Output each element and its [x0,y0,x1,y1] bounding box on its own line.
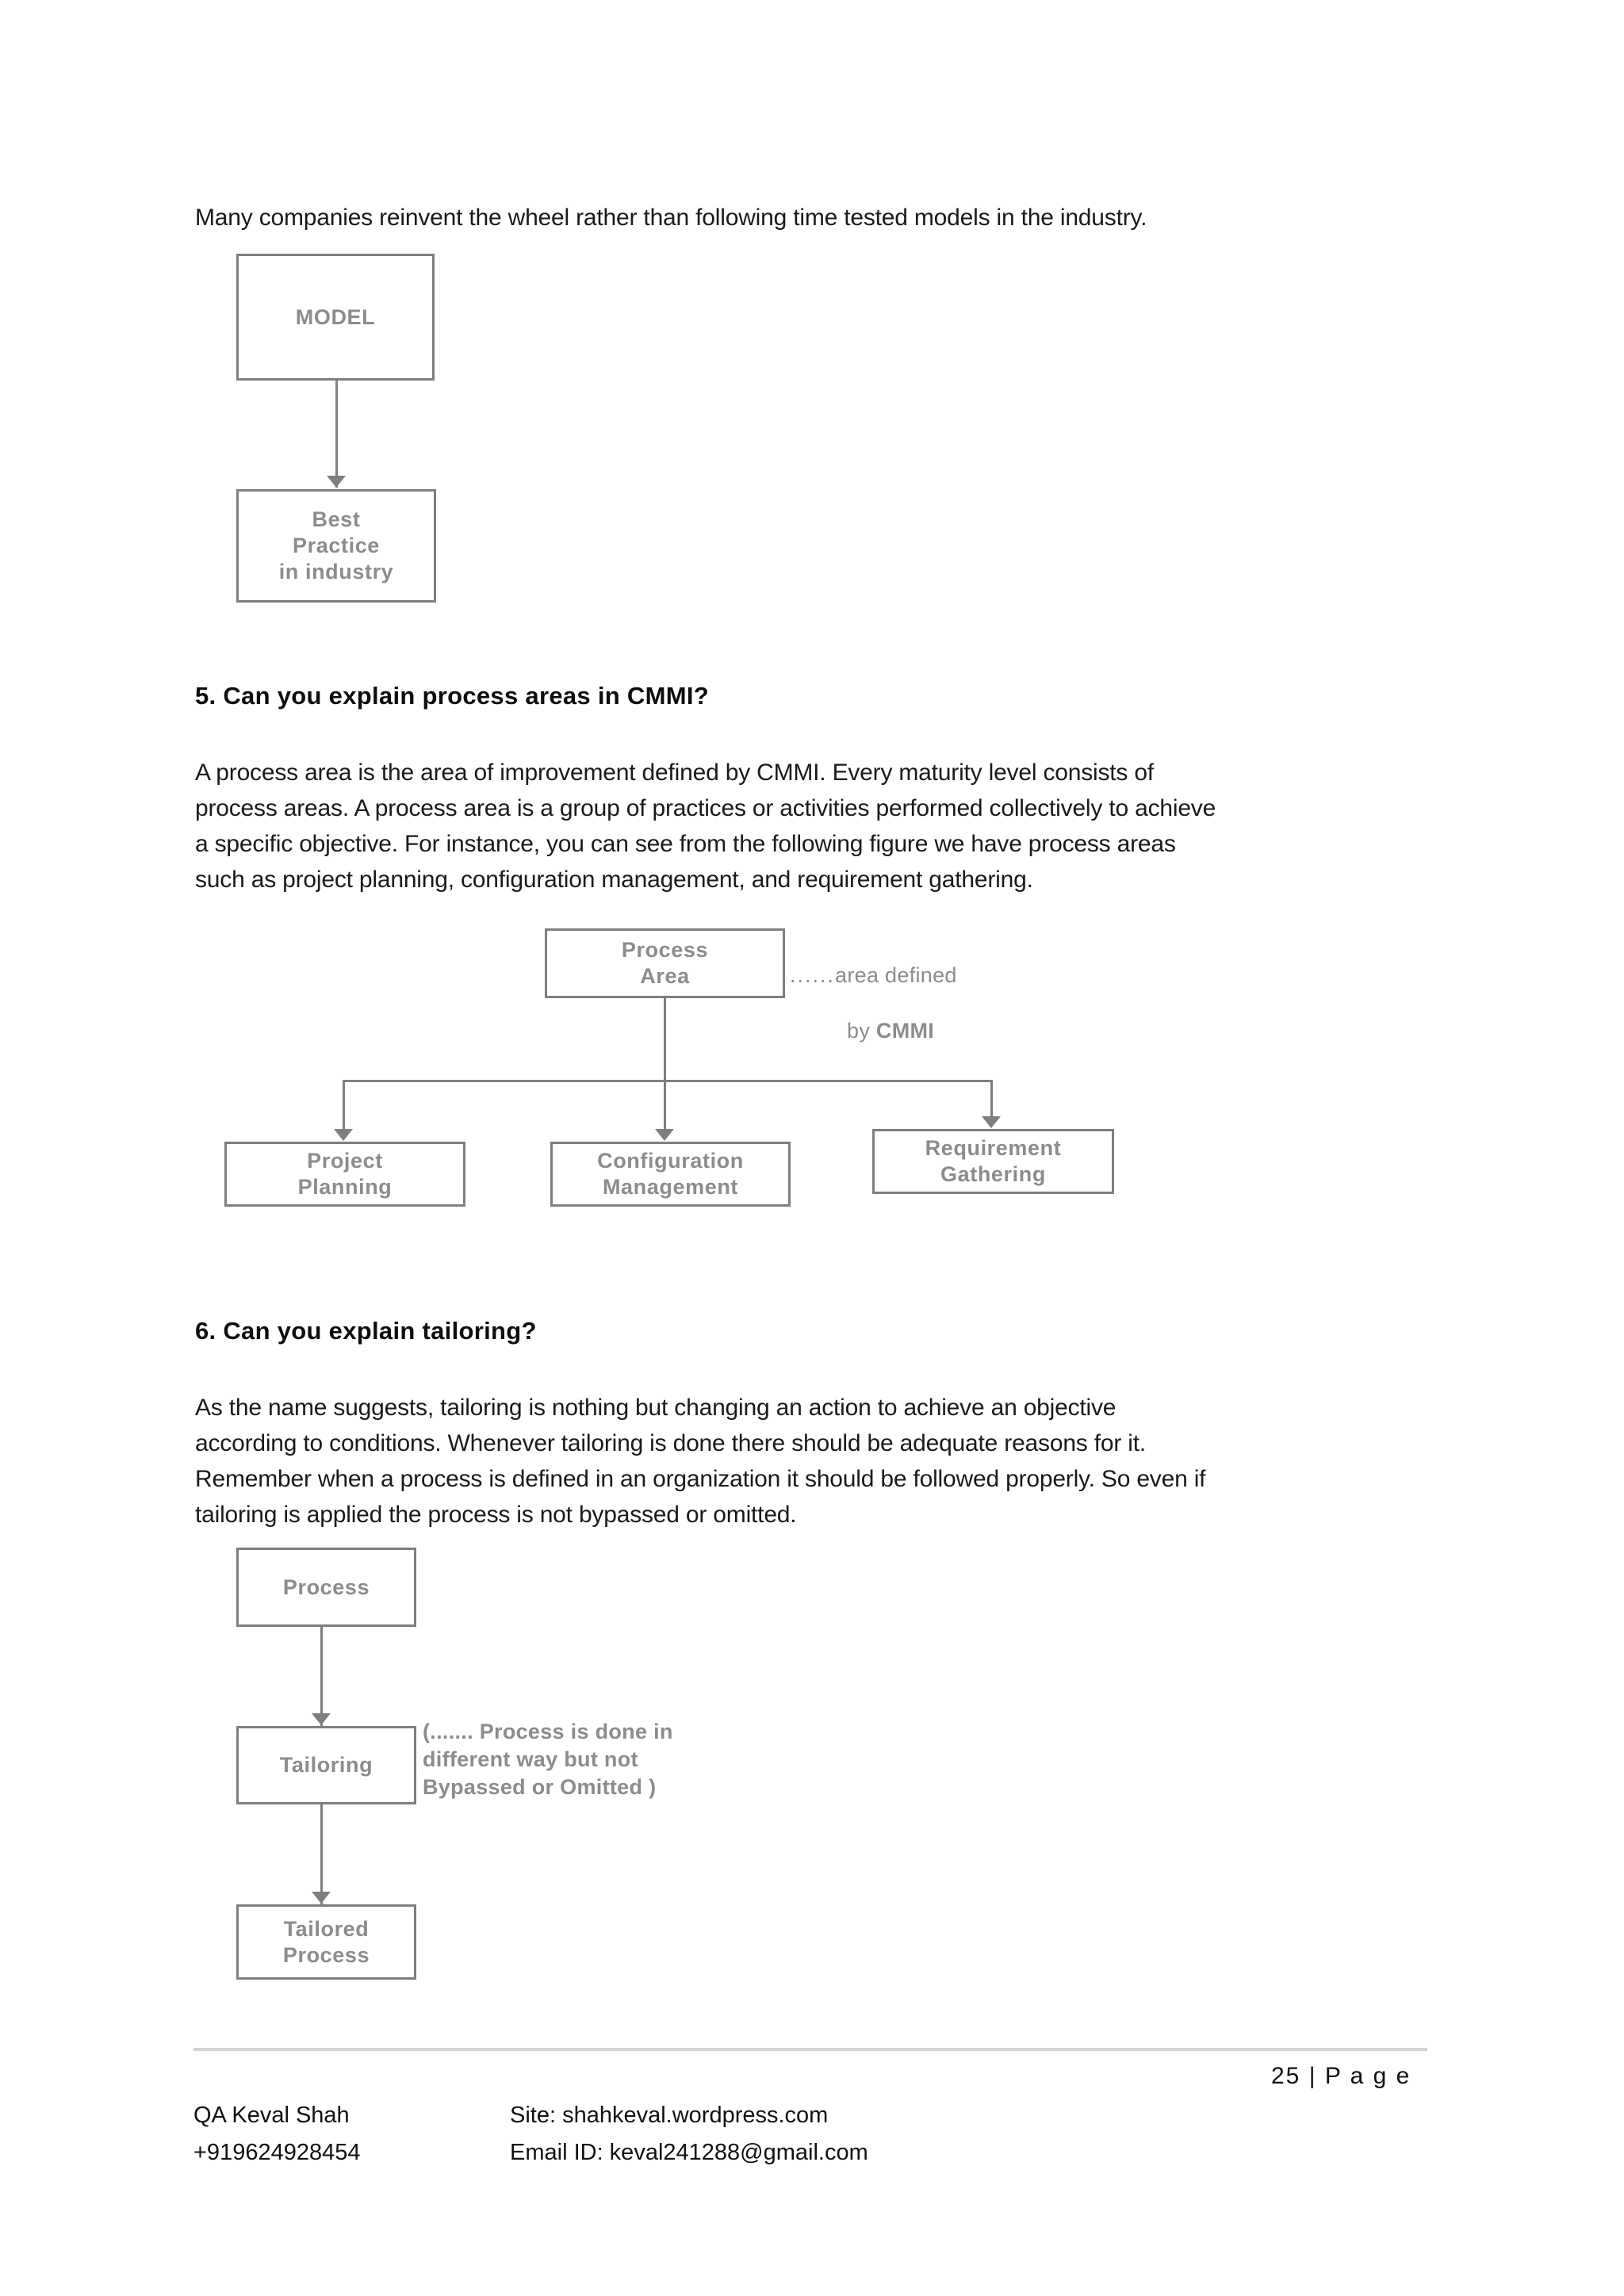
tailoring-annotation: (....... Process is done in different wa… [423,1720,673,1799]
diagram-box-tailoring: Tailoring [236,1726,416,1804]
diagram-box-model: MODEL [236,254,435,381]
section5-heading: 5. Can you explain process areas in CMMI… [195,682,709,710]
process-area-annotation: ......area defined by CMMI [790,934,1123,1045]
diagram-box-process-label: Process [282,1575,370,1599]
connector-tailoring-to-tailored [320,1804,323,1904]
connector-to-configuration-management [664,1080,666,1134]
connector-process-area-trunk [664,998,666,1082]
intro-paragraph: Many companies reinvent the wheel rather… [195,205,1147,231]
diagram-box-project-planning-label: Project Planning [297,1149,393,1199]
arrowhead-best-practice [327,476,346,488]
diagram-box-model-label: MODEL [295,304,376,329]
diagram-box-requirement-gathering-label: Requirement Gathering [925,1136,1062,1186]
arrowhead-configuration-management [655,1129,674,1141]
page-number: 25 | P a g e [1271,2063,1411,2089]
diagram-box-project-planning: Project Planning [224,1142,465,1207]
diagram-box-requirement-gathering: Requirement Gathering [872,1129,1114,1194]
footer-site: Site: shahkeval.wordpress.com [510,2103,829,2128]
connector-model-to-best-practice [335,381,338,488]
arrowhead-requirement-gathering [982,1116,1001,1128]
diagram-box-process-area: Process Area [545,928,785,998]
diagram-box-tailoring-label: Tailoring [279,1753,373,1777]
annotation-line2-bold: CMMI [875,1019,935,1043]
annotation-dots: ...... [790,963,836,987]
section5-paragraph: A process area is the area of improvemen… [195,760,1216,893]
footer-email: Email ID: keval241288@gmail.com [510,2140,868,2165]
connector-process-to-tailoring [320,1627,323,1726]
section6-paragraph: As the name suggests, tailoring is nothi… [195,1395,1206,1528]
diagram-box-tailored-process-label: Tailored Process [282,1916,370,1967]
diagram-box-configuration-management: Configuration Management [550,1142,791,1207]
footer-divider [193,2048,1427,2051]
connector-to-project-planning [343,1080,345,1134]
footer-phone: +919624928454 [193,2140,361,2165]
diagram-box-best-practice-label: Best Practice in industry [278,507,394,584]
footer-author-name: QA Keval Shah [193,2103,350,2128]
diagram-box-tailored-process: Tailored Process [236,1904,416,1980]
arrowhead-tailored-process [312,1892,331,1904]
diagram-box-configuration-management-label: Configuration Management [597,1149,744,1199]
arrowhead-project-planning [334,1129,353,1141]
annotation-line1: area defined [835,963,957,987]
connector-to-requirement-gathering [990,1080,993,1121]
section6-heading: 6. Can you explain tailoring? [195,1317,537,1345]
arrowhead-tailoring [312,1713,331,1725]
annotation-line2-prefix: by [847,1019,876,1043]
diagram-box-process-area-label: Process Area [621,938,709,988]
diagram-box-process: Process [236,1548,416,1627]
diagram-box-best-practice: Best Practice in industry [236,489,436,603]
connector-process-area-bus [343,1080,993,1082]
